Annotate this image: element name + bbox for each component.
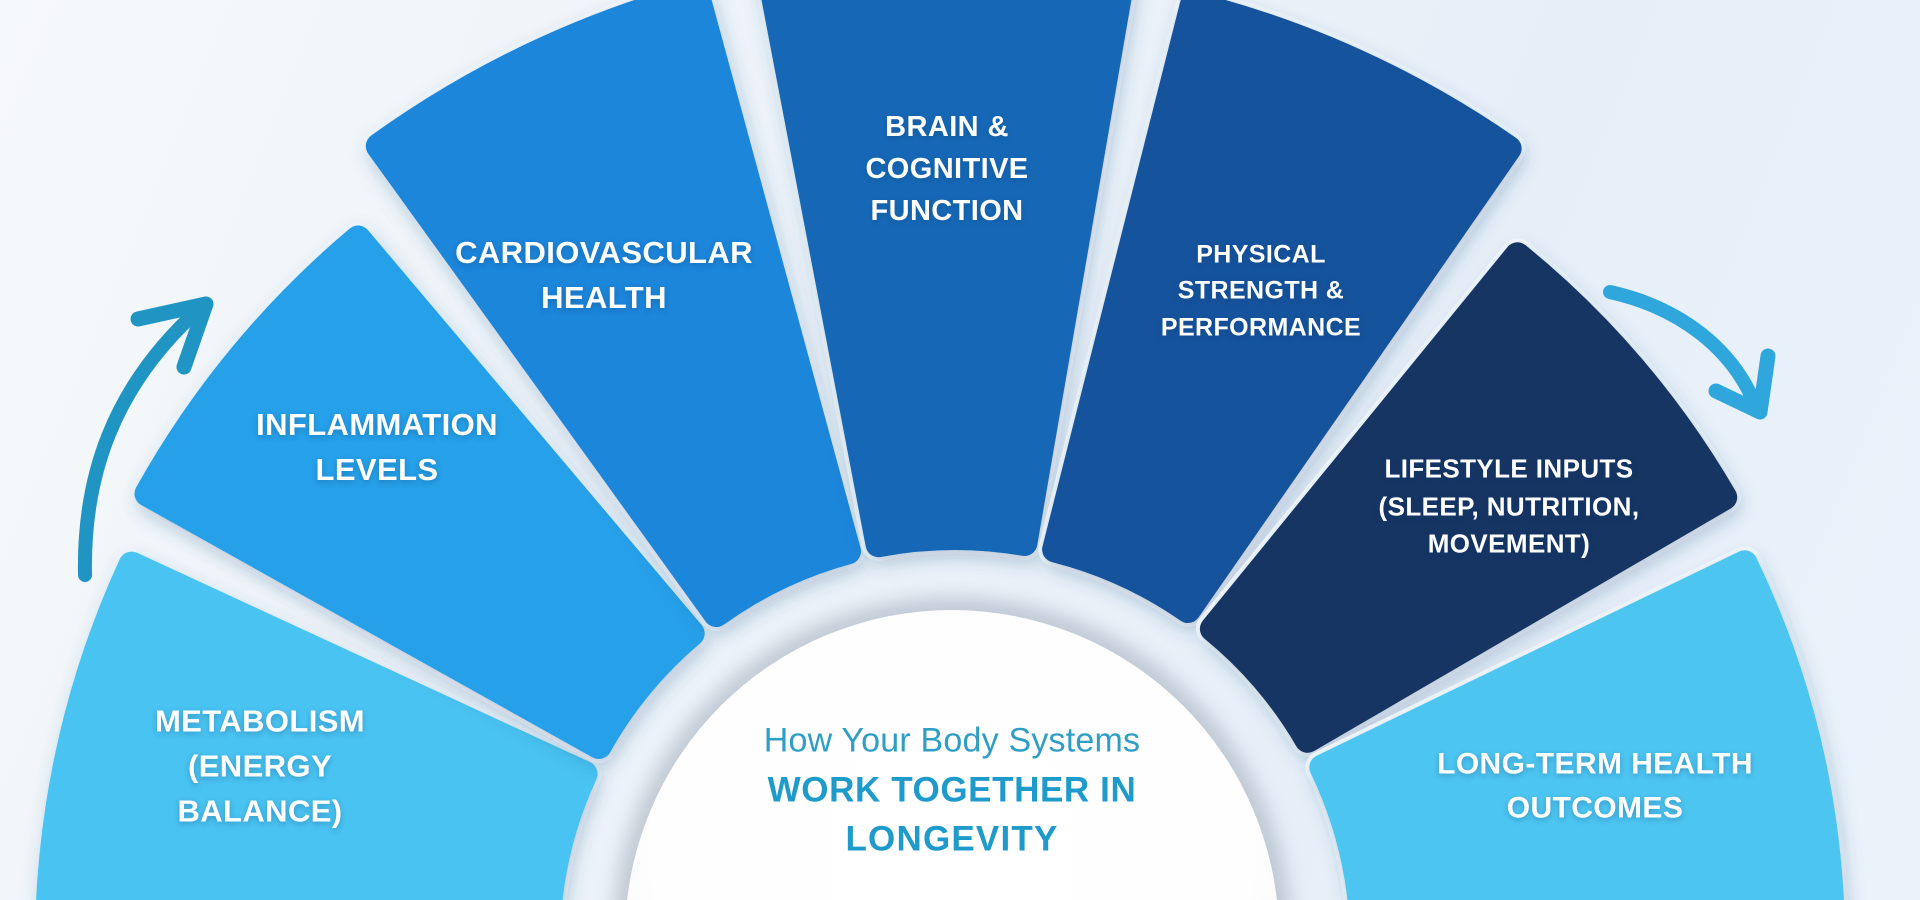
segment-label-line: (SLEEP, NUTRITION,: [1378, 491, 1640, 522]
segment-label-line: CARDIOVASCULAR: [455, 235, 753, 271]
curved-arrow-up-left: [77, 296, 214, 582]
curved-arrow-down-right: [1603, 285, 1776, 420]
segment-label-line: PERFORMANCE: [1160, 313, 1362, 342]
segment-label-line: HEALTH: [541, 280, 667, 315]
segment-label-line: MOVEMENT): [1427, 528, 1591, 559]
segment-wedge-long-term-outcomes: [1309, 550, 1844, 900]
segment-wedge-lifestyle-inputs: [1199, 242, 1738, 753]
segment-label-metabolism: METABOLISM (ENERGY BALANCE): [155, 700, 365, 835]
segment-label-lifestyle-inputs: LIFESTYLE INPUTS (SLEEP, NUTRITION, MOVEME…: [1379, 450, 1640, 563]
right-arrow-head: [1708, 348, 1776, 420]
segment-wedge-physical-strength: [1042, 0, 1522, 623]
left-arrow-head: [130, 296, 214, 375]
segment-wedge-inflammation: [134, 225, 705, 759]
segment-label-cardiovascular: CARDIOVASCULAR HEALTH: [455, 231, 753, 321]
title-line-1: How Your Body Systems: [763, 721, 1141, 760]
center-circle: [627, 610, 1277, 900]
right-arrow-tail: [1603, 285, 1761, 409]
segment-label-line: INFLAMMATION: [256, 407, 498, 443]
title-line-3: LONGEVITY: [845, 819, 1059, 859]
segment-label-line: LEVELS: [315, 452, 439, 487]
segment-label-line: STRENGTH &: [1177, 276, 1345, 305]
segment-label-brain-cognitive: BRAIN & COGNITIVE FUNCTION: [865, 106, 1028, 232]
segment-label-line: FUNCTION: [870, 195, 1024, 228]
fan-segments-group: [32, 0, 1848, 900]
segment-label-line: LIFESTYLE INPUTS: [1384, 453, 1634, 484]
segment-label-physical-strength: PHYSICAL STRENGTH & PERFORMANCE: [1161, 237, 1361, 346]
segment-label-line: OUTCOMES: [1506, 791, 1684, 824]
segment-label-line: BRAIN &: [885, 110, 1009, 143]
segment-label-line: (ENERGY: [187, 748, 333, 784]
segment-label-line: METABOLISM: [154, 703, 366, 739]
segment-wedge-cardiovascular: [365, 0, 861, 628]
center-title: How Your Body Systems WORK TOGETHER IN L…: [672, 717, 1232, 864]
title-line-2: WORK TOGETHER IN: [767, 770, 1137, 810]
segment-label-line: LONG-TERM HEALTH: [1437, 747, 1753, 781]
left-arrow-tail: [77, 303, 205, 582]
segment-label-line: PHYSICAL: [1196, 240, 1326, 269]
segment-wedge-metabolism: [36, 551, 598, 900]
segment-wedge-brain-cognitive: [761, 0, 1132, 558]
segment-label-long-term-outcomes: LONG-TERM HEALTH OUTCOMES: [1437, 743, 1753, 830]
segment-label-line: COGNITIVE: [865, 152, 1029, 185]
segment-label-inflammation: INFLAMMATION LEVELS: [256, 403, 498, 493]
segment-label-line: BALANCE): [177, 793, 343, 829]
